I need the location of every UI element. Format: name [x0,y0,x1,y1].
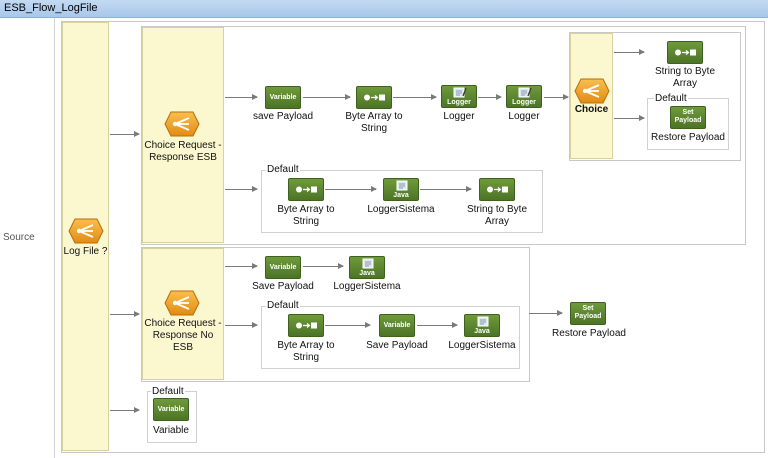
arrow [110,131,140,137]
default-label: Default [151,386,185,397]
logger-icon[interactable]: Logger [441,85,477,108]
byte-array-to-string-icon[interactable] [288,314,324,337]
arrow [225,94,258,100]
choice-logfile-label: Log File ? [63,246,108,257]
default-label: Default [266,164,300,175]
arrow [225,263,258,269]
arrow [393,94,437,100]
arrow [325,322,371,328]
logger-icon[interactable]: Logger [506,85,542,108]
logger-label: Logger [508,111,540,122]
java-icon[interactable]: Java [349,256,385,279]
choice-logfile-icon[interactable] [68,218,104,244]
default-label: Default [654,93,688,104]
byte-array-to-string-icon[interactable] [356,86,392,109]
arrow [325,186,377,192]
choice-request-no-esb-icon[interactable] [164,290,200,316]
variable-icon[interactable]: Variable [265,256,301,279]
logger-sistema-label: LoggerSistema [333,281,401,292]
arrow [614,115,645,121]
java-icon[interactable]: Java [464,314,500,337]
arrow [614,49,645,55]
arrow [110,407,140,413]
byte-array-to-string-icon[interactable] [288,178,324,201]
arrow [303,94,351,100]
save-payload-label: Save Payload [366,340,428,351]
variable-icon[interactable]: Variable [153,398,189,421]
variable-icon[interactable]: Variable [379,314,415,337]
arrow [110,311,140,317]
window-title: ESB_Flow_LogFile [4,2,98,14]
choice-request-esb-label: Choice Request -Response ESB [144,140,222,163]
default-label: Default [266,300,300,311]
source-divider [54,18,55,458]
choice-request-esb-icon[interactable] [164,111,200,137]
arrow [529,310,563,316]
java-icon[interactable]: Java [383,178,419,201]
arrow [225,186,258,192]
restore-payload-label: Restore Payload [651,132,725,143]
arrow [478,94,502,100]
choice-inner-icon[interactable] [574,78,610,104]
save-payload-label: Save Payload [252,281,314,292]
string-to-byte-array-icon[interactable] [667,41,703,64]
arrow [225,322,258,328]
arrow [303,263,344,269]
string-to-byte-array-icon[interactable] [479,178,515,201]
logger-sistema-label: LoggerSistema [367,204,435,215]
save-payload-label: save Payload [252,111,314,122]
arrow [417,322,458,328]
source-panel [0,18,54,458]
logger-label: Logger [443,111,475,122]
variable-icon[interactable]: Variable [265,86,301,109]
source-label: Source [3,232,35,243]
choice-inner-label: Choice [574,104,609,115]
variable-label: Variable [153,425,189,436]
choice-request-no-esb-label: Choice Request -Response No ESB [144,318,222,353]
window-titlebar: ESB_Flow_LogFile [0,0,768,18]
arrow [544,94,569,100]
logger-sistema-label: LoggerSistema [448,340,516,351]
restore-payload-label: Restore Payload [552,328,626,339]
arrow [420,186,472,192]
